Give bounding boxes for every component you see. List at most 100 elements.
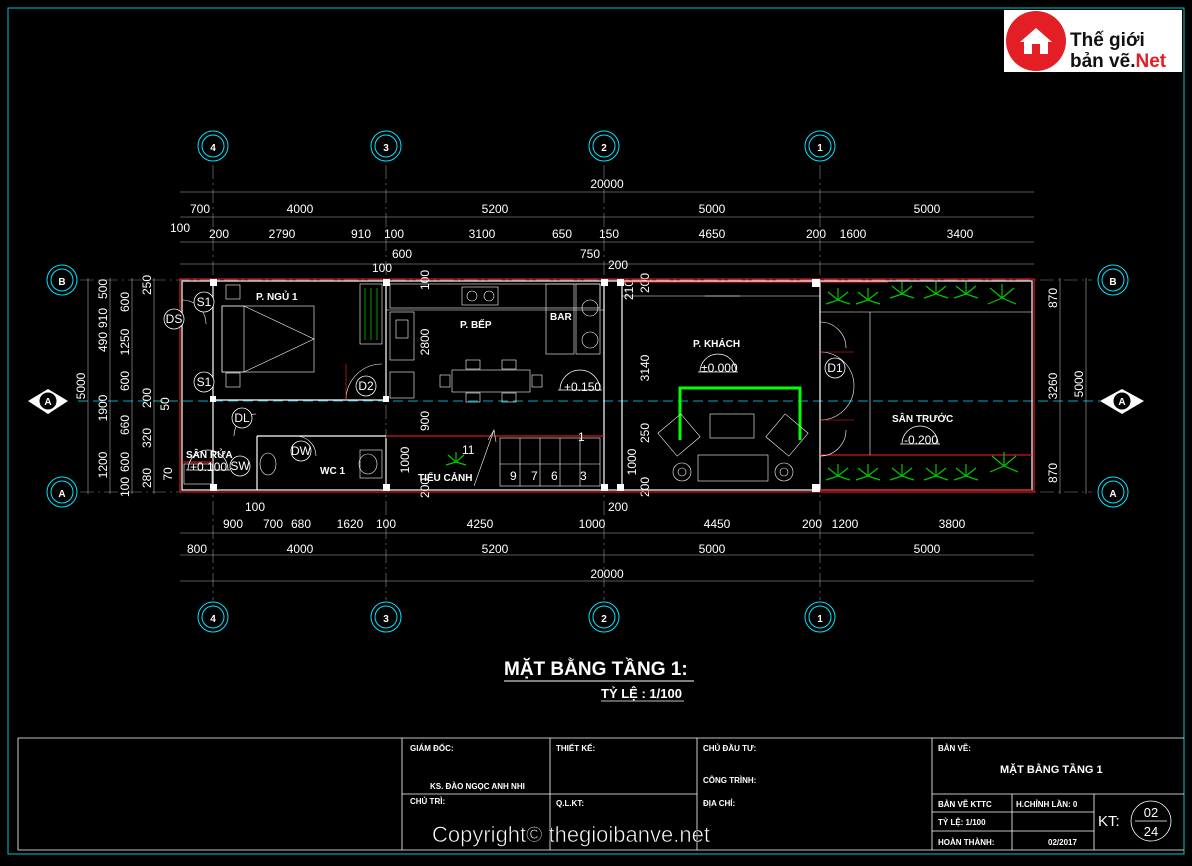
opening-tags	[163, 291, 846, 477]
level-values: +0.150 ±0.000 -0.200 +0.100	[190, 361, 938, 474]
dim-text: 200	[608, 258, 628, 272]
axis-label: B	[1109, 277, 1116, 288]
tb-qlkt-label: Q.L.KT:	[556, 799, 584, 808]
plan-scale: TỶ LỆ : 1/100	[601, 686, 682, 701]
tb-completion-date: 02/2017	[1048, 838, 1077, 847]
axis-label: A	[58, 489, 65, 500]
structural-columns	[210, 279, 820, 492]
kitchen-furniture	[389, 283, 601, 403]
dim-text: 3140	[638, 354, 652, 381]
tb-scale: TỶ LỆ: 1/100	[938, 818, 986, 827]
dimension-lines	[87, 191, 1087, 582]
dim-text: 5000	[699, 542, 726, 556]
dim-text: 100	[376, 517, 396, 531]
dim-text: 3400	[947, 227, 974, 241]
dim-text: 1000	[579, 517, 606, 531]
tb-address-label: ĐỊA CHỈ:	[703, 799, 735, 808]
dim-text: 200	[806, 227, 826, 241]
dim-text: 200	[608, 500, 628, 514]
bedroom-furniture	[221, 283, 383, 388]
svg-text:A: A	[44, 397, 51, 408]
drawing-title: MẶT BẰNG TẦNG 1: TỶ LỆ : 1/100	[504, 658, 694, 702]
wc-fixtures	[183, 449, 383, 485]
tb-owner-label: CHỦ ĐẦU TƯ:	[703, 743, 756, 753]
dim-text: 900	[223, 517, 243, 531]
svg-text:A: A	[1118, 397, 1125, 408]
right-dimensions: 5000 870 3260 870	[1046, 288, 1086, 483]
tb-kt-label: KT:	[1098, 813, 1120, 830]
axis-label: 3	[383, 614, 389, 625]
bottom-dimensions: 100 200 900 700 680 1620 100 4250 1000 4…	[187, 500, 966, 581]
dim-text: 250	[140, 275, 154, 295]
dim-text: 5200	[482, 542, 509, 556]
axis-label: 2	[601, 143, 607, 154]
stair-number: 9	[510, 469, 517, 483]
dim-text: 3800	[939, 517, 966, 531]
level-front-yard: -0.200	[904, 433, 938, 447]
living-room-furniture	[657, 295, 809, 482]
dim-text: 100	[418, 270, 432, 290]
room-label-front-yard: SÂN TRƯỚC	[892, 412, 953, 425]
title-block-text: GIÁM ĐỐC: KS. ĐÀO NGỌC ANH NHI CHỦ TRÌ: …	[410, 743, 1158, 847]
dim-text: 5000	[914, 542, 941, 556]
dim-text: 500	[96, 279, 110, 299]
dim-text: 5000	[1072, 370, 1086, 397]
stair-number: 3	[580, 469, 587, 483]
left-dimensions: 5000 490 1900 1200 500 910 600 1250 600 …	[74, 275, 175, 497]
dim-text: 910	[96, 308, 110, 328]
tb-drawing-type: BẢN VẼ KTTC	[938, 800, 992, 809]
dim-text: 20000	[590, 177, 624, 191]
room-label-living: P. KHÁCH	[693, 337, 740, 350]
level-living: ±0.000	[701, 361, 738, 375]
dim-text: 680	[291, 517, 311, 531]
dim-text: 5000	[699, 202, 726, 216]
tb-sheet-label: BẢN VẼ:	[938, 744, 971, 753]
dim-text: 4000	[287, 202, 314, 216]
dim-text: 800	[187, 542, 207, 556]
dim-text: 100	[118, 477, 132, 497]
svg-text:bản vẽ.Net: bản vẽ.Net	[1070, 51, 1167, 72]
axis-label: 1	[817, 614, 823, 625]
dim-text: 600	[118, 371, 132, 391]
axis-label: 2	[601, 614, 607, 625]
dim-text: 5200	[482, 202, 509, 216]
dim-text: 650	[552, 227, 572, 241]
tb-sheet-name: MẶT BẰNG TẦNG 1	[1000, 763, 1103, 776]
tb-sheet-no: 02	[1144, 805, 1158, 820]
axis-bubbles-sides: B A B A	[46, 264, 1129, 508]
room-label-wc: WC 1	[320, 466, 345, 477]
logo-line-1: Thế giới	[1070, 30, 1145, 51]
dim-text: 600	[392, 247, 412, 261]
stair-number: 1	[578, 430, 585, 444]
dim-text: 600	[118, 292, 132, 312]
axis-label: 3	[383, 143, 389, 154]
dim-text: 200	[802, 517, 822, 531]
tag-text: SW	[230, 459, 250, 473]
dim-text: 50	[158, 397, 172, 411]
tb-revision: H.CHỈNH LẦN: 0	[1016, 799, 1078, 809]
tb-design-label: THIẾT KẾ:	[556, 743, 595, 753]
level-markers	[186, 353, 940, 471]
room-label-kitchen: P. BẾP	[460, 318, 492, 331]
dim-text: 4000	[287, 542, 314, 556]
tag-text: D2	[358, 379, 374, 393]
axis-label: 1	[817, 143, 823, 154]
dim-text: 4650	[699, 227, 726, 241]
dim-text: 1250	[118, 328, 132, 355]
tb-chief-label: CHỦ TRÌ:	[410, 797, 445, 806]
dim-text: 20000	[590, 567, 624, 581]
door-swings	[181, 299, 855, 457]
room-labels: P. NGỦ 1 P. BẾP BAR P. KHÁCH SÂN TRƯỚC S…	[186, 290, 953, 484]
room-label-garden: TIỂU CẢNH	[418, 471, 472, 484]
dim-text: 200	[638, 273, 652, 293]
copyright-watermark: Copyright© thegioibanve.net	[432, 822, 710, 847]
room-label-bar: BAR	[550, 312, 572, 323]
dim-text: 3100	[469, 227, 496, 241]
dim-text: 1000	[398, 446, 412, 473]
room-label-bedroom: P. NGỦ 1	[256, 290, 298, 303]
dim-text: 3260	[1046, 372, 1060, 399]
dim-text: 250	[638, 423, 652, 443]
dim-text: 750	[580, 247, 600, 261]
tag-text: DL	[234, 411, 250, 425]
dim-text: 4450	[704, 517, 731, 531]
